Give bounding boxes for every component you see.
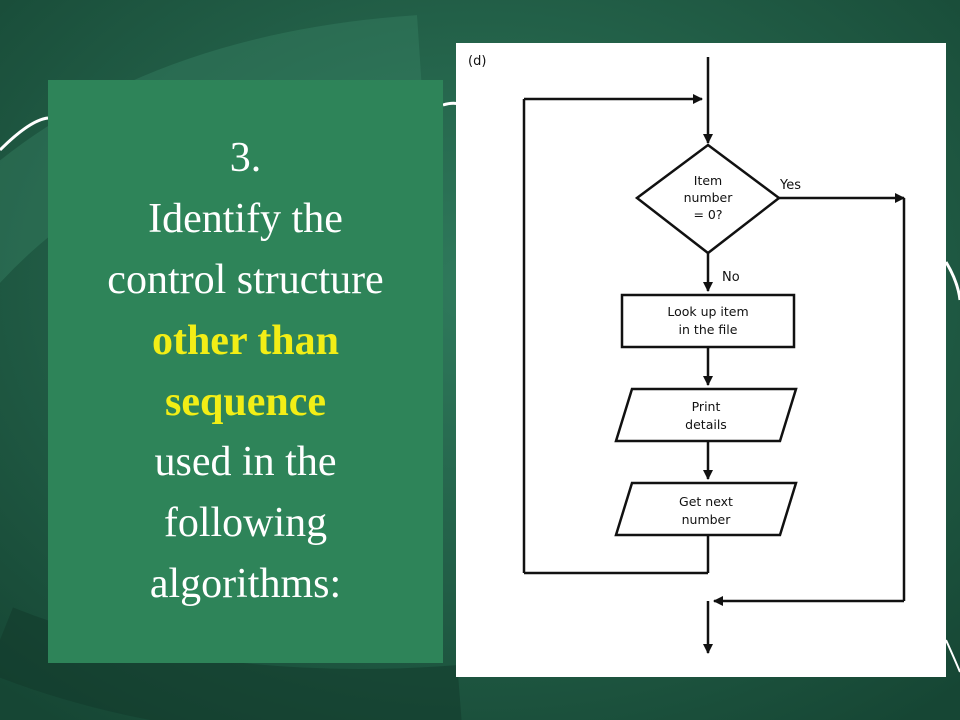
flowchart-diagram: (d) Item number [468,54,906,654]
no-label: No [722,270,740,285]
question-line-2: control structure [107,256,384,303]
question-number: 3. [229,134,262,181]
question-box: 3. Identify the control structure other … [48,80,443,663]
decision-label-line1: Item [694,173,722,188]
decision-diamond [634,143,782,255]
next-label-line2: number [682,512,732,527]
yes-label: Yes [779,178,801,193]
question-line-1: Identify the [148,195,343,242]
question-line-3: used in the [154,439,337,486]
print-label-line1: Print [692,399,721,414]
process-label-line2: in the file [679,322,738,337]
next-io-shape [614,481,798,537]
decision-label-line3: = 0? [693,207,722,222]
question-line-4: following [163,500,328,547]
decision-label-line2: number [684,190,734,205]
flowchart-panel: (d) Item number [456,43,946,677]
question-highlight-2: sequence [165,378,326,425]
panel-label: (d) [468,54,486,69]
print-io-shape [614,387,798,443]
next-label-line1: Get next [679,494,733,509]
process-label-line1: Look up item [667,304,748,319]
question-line-5: algorithms: [149,561,342,608]
process-box [620,293,796,349]
print-label-line2: details [685,417,727,432]
question-highlight-1: other than [151,317,340,364]
